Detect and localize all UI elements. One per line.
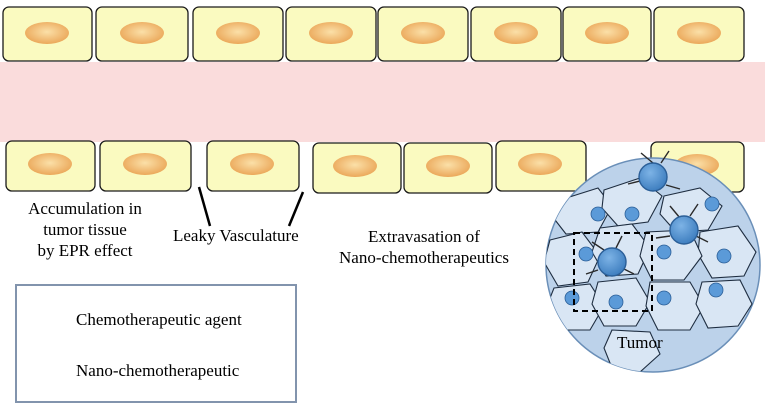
cell-nucleus (401, 22, 445, 44)
cell-nucleus (426, 155, 470, 177)
cell-nucleus (585, 22, 629, 44)
drug-dot (704, 196, 720, 212)
tumor-cell (546, 231, 601, 287)
accumulation-label: Accumulation in tumor tissue by EPR effe… (0, 198, 170, 261)
top-nuclei (25, 22, 721, 44)
legend-label-nano: Nano-chemotherapeutic (76, 361, 240, 380)
cell-nucleus (216, 22, 260, 44)
cell-nucleus (28, 153, 72, 175)
drug-dot (656, 244, 672, 260)
extravasation-line-2: Nano-chemotherapeutics (339, 248, 509, 267)
legend (15, 284, 297, 403)
tumor-nanoparticle (655, 203, 709, 245)
cell-nucleus (677, 22, 721, 44)
drug-dot (708, 282, 724, 298)
cell-nucleus (123, 153, 167, 175)
tumor-label: Tumor (617, 333, 663, 352)
extravasation-label: Extravasation of Nano-chemotherapeutics (316, 226, 532, 268)
legend-label-agent: Chemotherapeutic agent (76, 310, 242, 329)
vessel-lumen (0, 62, 765, 142)
tumor-drug-dots (564, 196, 732, 310)
extravasation-line-1: Extravasation of (368, 227, 480, 246)
top-endothelial-row (2, 6, 745, 62)
cell-nucleus (120, 22, 164, 44)
drug-dot (656, 290, 672, 306)
leaky-pointer-right (287, 191, 305, 227)
tumor-cell (603, 329, 661, 372)
drug-dot (590, 206, 606, 222)
leaky-pointer-left (197, 186, 212, 227)
drug-dot (578, 246, 594, 262)
accumulation-line-2: tumor tissue (43, 220, 127, 239)
tumor-nanoparticle (627, 150, 681, 192)
tumor-nanoparticle (585, 235, 635, 277)
cell-nucleus (25, 22, 69, 44)
leaky-vasculature-label: Leaky Vasculature (173, 226, 299, 245)
cell-nucleus (309, 22, 353, 44)
tumor (545, 150, 761, 373)
cell-nucleus (518, 153, 562, 175)
cell-nucleus (494, 22, 538, 44)
accumulation-line-3: by EPR effect (37, 241, 133, 260)
drug-dot (608, 294, 624, 310)
drug-dot (624, 206, 640, 222)
drug-dot (716, 248, 732, 264)
tumor-cell (546, 283, 605, 331)
zoom-box (573, 232, 653, 312)
drug-dot (564, 290, 580, 306)
accumulation-line-1: Accumulation in (28, 199, 142, 218)
cell-nucleus (230, 153, 274, 175)
cell-nucleus (333, 155, 377, 177)
